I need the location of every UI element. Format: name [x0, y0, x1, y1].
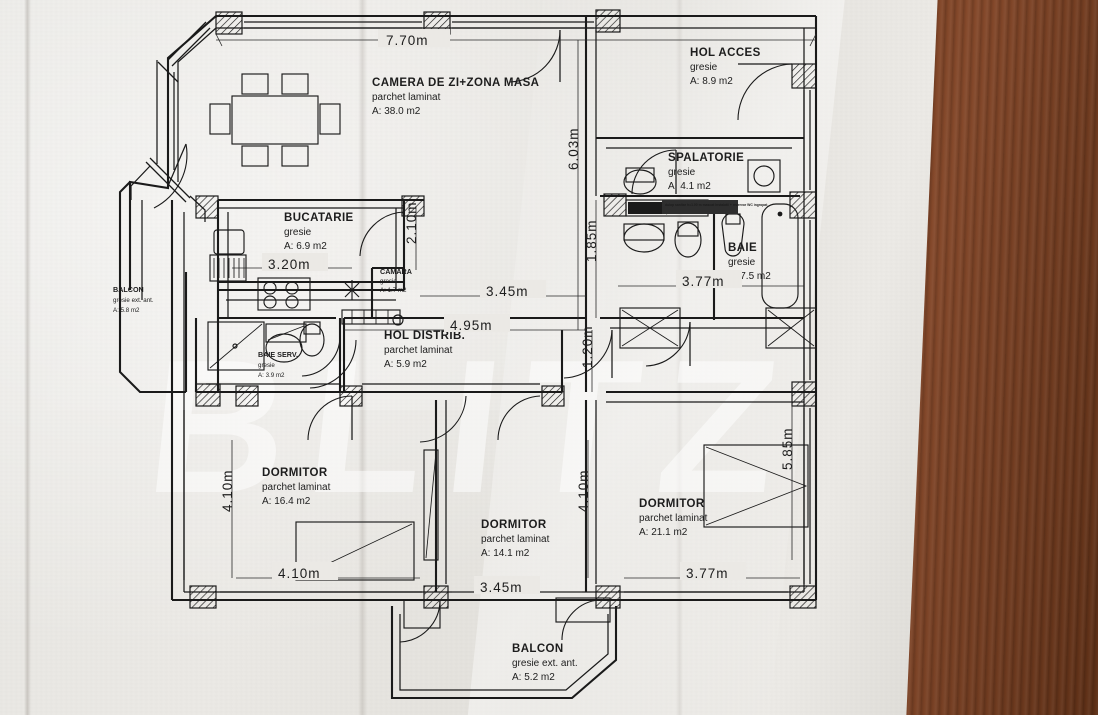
camara-shelf [341, 309, 404, 326]
dim-hall-length: 4.95m [450, 318, 493, 333]
room-name: BALCON [512, 643, 564, 655]
room-label-camara: CAMARA gresie A: 1.7 m2 [380, 267, 412, 294]
room-label-living: CAMERA DE ZI+ZONA MASA parchet laminat A… [372, 77, 539, 117]
closets-lower [619, 307, 817, 349]
dimension-labels-vertical: 6.03m 1.85m 1.20m 4.10m 4.10m 5.85m 2.10… [220, 127, 795, 512]
paper-crease-left [24, 0, 31, 715]
note-text: dulap sanitar h=1.00 m mascat instalatii… [665, 203, 768, 207]
paper-grain-texture [0, 0, 938, 715]
paper-sheet [0, 0, 938, 715]
sanitary-note: dulap sanitar h=1.00 m mascat instalatii… [662, 200, 768, 214]
structural-columns [189, 9, 817, 609]
room-finish: parchet laminat [372, 92, 441, 103]
room-area: A: 7.5 m2 [728, 271, 771, 282]
door-swings [301, 29, 793, 643]
dim-top-living: 7.70m [386, 33, 429, 48]
room-name: DORMITOR [262, 467, 328, 479]
dimension-labels-horizontal: 7.70m 3.20m 3.45m 4.95m 3.77m 4.10m 3.45… [262, 29, 746, 595]
room-label-balcon-south: BALCON gresie ext. ant. A: 5.2 m2 [512, 643, 578, 683]
room-area: A: 38.0 m2 [372, 106, 421, 117]
room-name: CAMERA DE ZI+ZONA MASA [372, 77, 539, 89]
room-label-balcon-west: BALCON gresie ext. ant. A: 5.8 m2 [113, 285, 154, 314]
room-area: A: 8.9 m2 [690, 76, 733, 87]
room-finish: gresie [284, 227, 312, 238]
room-label-dormitor-1: DORMITOR parchet laminat A: 16.4 m2 [262, 467, 331, 507]
dim-bed2-depth: 4.10m [576, 469, 591, 512]
dining-table-and-chairs [209, 73, 341, 167]
room-name: HOL DISTRIB. [384, 330, 465, 342]
room-area: A: 16.4 m2 [262, 496, 311, 507]
room-area: A: 5.2 m2 [512, 672, 555, 683]
room-finish: gresie ext. ant. [113, 297, 154, 304]
dim-kitchen-width: 3.20m [268, 257, 311, 272]
camara-star-icon [342, 280, 362, 300]
room-label-bucatarie: BUCATARIE gresie A: 6.9 m2 [284, 212, 354, 252]
laundry-fixtures [623, 159, 781, 195]
dim-right-vert-upper: 6.03m [566, 127, 581, 170]
dim-bed1-depth: 4.10m [220, 469, 235, 512]
dim-bath-depth: 1.85m [584, 219, 599, 262]
dim-bed3-width: 3.77m [686, 566, 729, 581]
room-label-spalatorie: SPALATORIE gresie A: 4.1 m2 [668, 152, 744, 192]
room-name: DORMITOR [481, 519, 547, 531]
room-finish: gresie [690, 62, 718, 73]
room-name: DORMITOR [639, 498, 705, 510]
room-area: A: 5.9 m2 [384, 359, 427, 370]
windows [171, 15, 817, 601]
kitchen-fixtures [209, 229, 404, 311]
dim-bed1-width: 4.10m [278, 566, 321, 581]
room-area: A: 6.9 m2 [284, 241, 327, 252]
room-area: A: 21.1 m2 [639, 527, 688, 538]
dimension-lines [215, 33, 817, 593]
dim-bed2-width: 3.45m [480, 580, 523, 595]
room-finish: parchet laminat [639, 513, 708, 524]
room-finish: gresie ext. ant. [512, 658, 578, 669]
room-name: CAMARA [380, 267, 412, 276]
room-finish: parchet laminat [481, 534, 550, 545]
dim-kitchen-depth: 2.10m [404, 201, 419, 244]
wardrobe-dormitor-2 [423, 449, 439, 561]
paper-crease-right [676, 0, 683, 715]
room-finish: gresie [668, 167, 696, 178]
bay-window-assembly [130, 21, 211, 222]
room-finish: gresie [380, 278, 397, 285]
room-label-baie: BAIE gresie A: 7.5 m2 [728, 242, 771, 282]
balcony-west-outline [118, 181, 188, 394]
dim-right-block: 3.77m [682, 274, 725, 289]
room-finish: gresie [258, 362, 275, 369]
paper-crease-mid [358, 0, 367, 715]
room-finish: gresie [728, 257, 756, 268]
room-label-dormitor-2: DORMITOR parchet laminat A: 14.1 m2 [481, 519, 550, 559]
room-finish: parchet laminat [384, 345, 453, 356]
dim-bed3-depth: 5.85m [780, 427, 795, 470]
bed-dormitor-3 [703, 444, 809, 528]
room-area: A: 4.1 m2 [668, 181, 711, 192]
balcony-south-outline [390, 597, 618, 700]
room-name: BUCATARIE [284, 212, 354, 224]
dim-hall-narrow: 1.20m [580, 325, 595, 368]
room-area: A: 3.9 m2 [258, 372, 285, 379]
dim-hall-to-bath: 3.45m [486, 284, 529, 299]
room-label-baie-serv: BAIE SERV. gresie A: 3.9 m2 [258, 350, 298, 379]
room-name: BAIE SERV. [258, 350, 298, 359]
room-name: SPALATORIE [668, 152, 744, 164]
bathroom-fixtures [623, 199, 799, 309]
room-area: A: 14.1 m2 [481, 548, 530, 559]
room-label-hol-acces: HOL ACCES gresie A: 8.9 m2 [690, 47, 761, 87]
room-name: HOL ACCES [690, 47, 761, 59]
room-name: BALCON [113, 285, 144, 294]
room-name: BAIE [728, 242, 757, 254]
room-label-hol-distrib: HOL DISTRIB. parchet laminat A: 5.9 m2 [384, 330, 465, 370]
room-finish: parchet laminat [262, 482, 331, 493]
room-area: A: 5.8 m2 [113, 307, 140, 314]
room-label-dormitor-3: DORMITOR parchet laminat A: 21.1 m2 [639, 498, 708, 538]
room-area: A: 1.7 m2 [380, 287, 407, 294]
baie-serv-fixtures [207, 321, 325, 371]
